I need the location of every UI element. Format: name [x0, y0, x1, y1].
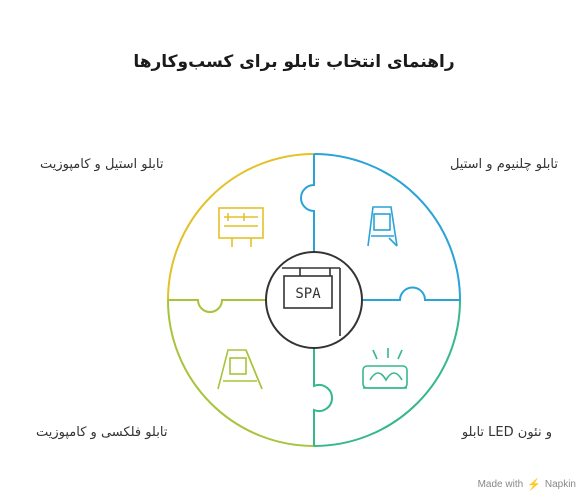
divider-bottom	[313, 348, 333, 446]
neon-sign-icon	[362, 348, 408, 389]
sidewalk-sign-icon	[217, 349, 263, 390]
napkin-logo-icon: ⚡	[527, 479, 541, 491]
divider-right	[362, 286, 460, 301]
quadrant-bottom-left-arc	[167, 299, 315, 447]
diagram-title: راهنمای انتخاب تابلو برای کسب‌وکارها	[133, 52, 455, 72]
footer-brand: Napkin	[544, 479, 576, 490]
quadrant-top-left-arc	[167, 153, 315, 301]
a-frame-sign-icon	[367, 206, 398, 247]
billboard-icon	[218, 207, 264, 247]
quadrant-bottom-right-arc	[313, 299, 461, 447]
label-top-right: تابلو چلنیوم و استیل	[449, 157, 558, 172]
divider-top	[300, 154, 315, 252]
label-top-left: تابلو استیل و کامپوزیت	[40, 157, 164, 172]
divider-left	[168, 299, 266, 313]
label-bottom-left: تابلو فلکسی و کامپوزیت	[36, 425, 168, 440]
hanging-sign-icon	[282, 267, 341, 336]
label-bottom-right: و نئون LED تابلو	[461, 425, 552, 440]
sign-text: SPA	[295, 286, 321, 302]
footer-text: Made with	[477, 479, 524, 490]
made-with-footer[interactable]: Made with ⚡ Napkin	[478, 478, 576, 491]
quadrant-top-right-arc	[313, 153, 461, 301]
